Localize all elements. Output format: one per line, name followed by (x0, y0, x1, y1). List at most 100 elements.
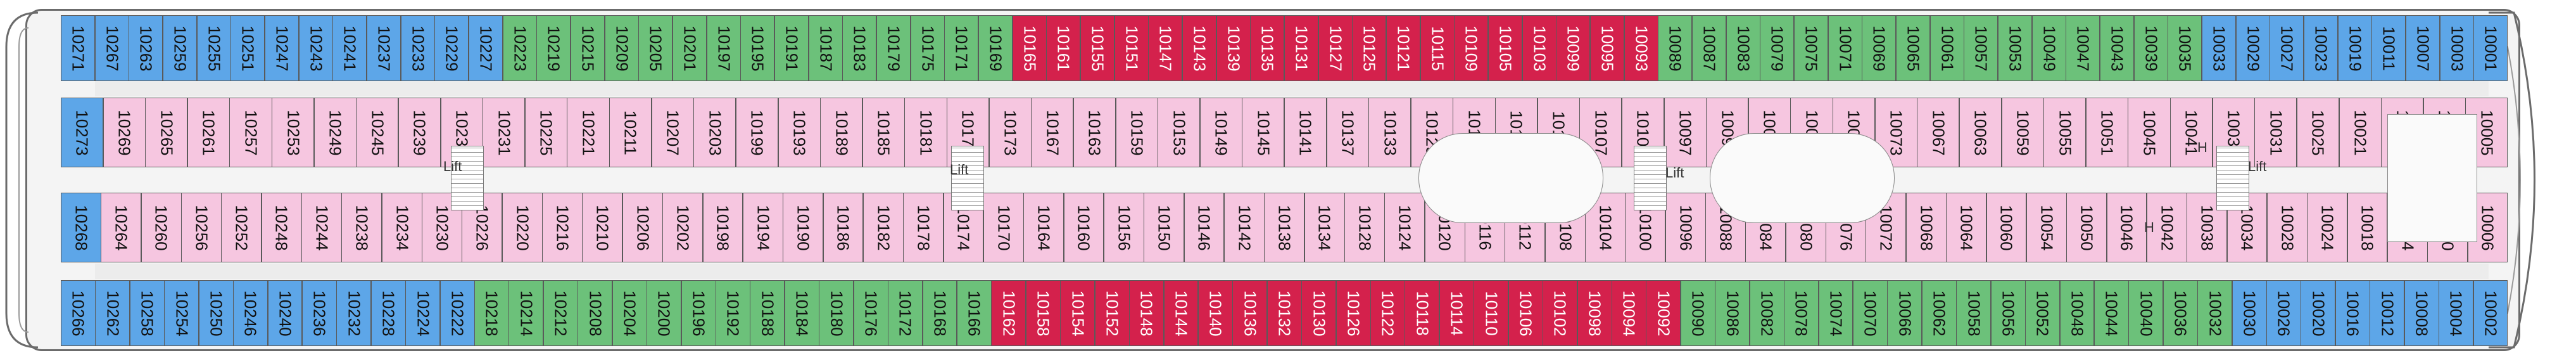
cabin-10024[interactable]: 10024 (2307, 193, 2348, 262)
cabin-10068[interactable]: 10068 (1905, 193, 1947, 262)
cabin-10229[interactable]: 10229 (434, 15, 469, 81)
cabin-10185[interactable]: 10185 (862, 98, 905, 167)
cabin-10192[interactable]: 10192 (716, 280, 750, 346)
cabin-10206[interactable]: 10206 (622, 193, 663, 262)
cabin-10227[interactable]: 10227 (469, 15, 503, 81)
cabin-10039[interactable]: 10039 (2133, 15, 2168, 81)
cabin-10138[interactable]: 10138 (1264, 193, 1305, 262)
cabin-10180[interactable]: 10180 (819, 280, 854, 346)
cabin-10151[interactable]: 10151 (1114, 15, 1149, 81)
cabin-10079[interactable]: 10079 (1760, 15, 1795, 81)
cabin-10200[interactable]: 10200 (647, 280, 682, 346)
cabin-10218[interactable]: 10218 (474, 280, 509, 346)
cabin-10028[interactable]: 10028 (2266, 193, 2308, 262)
cabin-10067[interactable]: 10067 (1917, 98, 1960, 167)
cabin-10065[interactable]: 10065 (1896, 15, 1931, 81)
cabin-10156[interactable]: 10156 (1103, 193, 1144, 262)
cabin-10153[interactable]: 10153 (1158, 98, 1201, 167)
cabin-10001[interactable]: 10001 (2473, 15, 2508, 81)
cabin-10031[interactable]: 10031 (2254, 98, 2297, 167)
cabin-10170[interactable]: 10170 (983, 193, 1024, 262)
cabin-10189[interactable]: 10189 (820, 98, 863, 167)
cabin-10150[interactable]: 10150 (1144, 193, 1185, 262)
cabin-10082[interactable]: 10082 (1749, 280, 1784, 346)
cabin-10169[interactable]: 10169 (978, 15, 1013, 81)
cabin-10155[interactable]: 10155 (1080, 15, 1115, 81)
cabin-10098[interactable]: 10098 (1577, 280, 1612, 346)
cabin-10069[interactable]: 10069 (1862, 15, 1897, 81)
cabin-10152[interactable]: 10152 (1094, 280, 1130, 346)
cabin-10046[interactable]: 10046 (2106, 193, 2147, 262)
cabin-10149[interactable]: 10149 (1199, 98, 1242, 167)
cabin-10096[interactable]: 10096 (1665, 193, 1706, 262)
cabin-10204[interactable]: 10204 (612, 280, 647, 346)
cabin-10023[interactable]: 10023 (2304, 15, 2339, 81)
cabin-10118[interactable]: 10118 (1405, 280, 1440, 346)
cabin-10016[interactable]: 10016 (2335, 280, 2370, 346)
cabin-10049[interactable]: 10049 (2031, 15, 2066, 81)
cabin-10054[interactable]: 10054 (2026, 193, 2067, 262)
cabin-10126[interactable]: 10126 (1335, 280, 1371, 346)
cabin-10239[interactable]: 10239 (398, 98, 441, 167)
cabin-10045[interactable]: 10045 (2128, 98, 2171, 167)
cabin-10171[interactable]: 10171 (944, 15, 979, 81)
cabin-10132[interactable]: 10132 (1266, 280, 1302, 346)
cabin-10071[interactable]: 10071 (1828, 15, 1862, 81)
cabin-10195[interactable]: 10195 (740, 15, 775, 81)
cabin-10055[interactable]: 10055 (2043, 98, 2087, 167)
cabin-10056[interactable]: 10056 (1990, 280, 2026, 346)
cabin-10137[interactable]: 10137 (1326, 98, 1369, 167)
cabin-10012[interactable]: 10012 (2370, 280, 2405, 346)
cabin-10225[interactable]: 10225 (524, 98, 567, 167)
cabin-10029[interactable]: 10029 (2235, 15, 2270, 81)
cabin-10216[interactable]: 10216 (542, 193, 583, 262)
cabin-10221[interactable]: 10221 (567, 98, 610, 167)
cabin-10186[interactable]: 10186 (823, 193, 864, 262)
cabin-10002[interactable]: 10002 (2473, 280, 2508, 346)
cabin-10087[interactable]: 10087 (1692, 15, 1727, 81)
cabin-10011[interactable]: 10011 (2371, 15, 2406, 81)
cabin-10127[interactable]: 10127 (1318, 15, 1353, 81)
cabin-10224[interactable]: 10224 (405, 280, 441, 346)
cabin-10250[interactable]: 10250 (198, 280, 234, 346)
cabin-10064[interactable]: 10064 (1946, 193, 1987, 262)
cabin-10083[interactable]: 10083 (1726, 15, 1760, 81)
cabin-10264[interactable]: 10264 (101, 193, 142, 262)
cabin-10268[interactable]: 10268 (61, 193, 101, 262)
cabin-10193[interactable]: 10193 (778, 98, 821, 167)
cabin-10188[interactable]: 10188 (750, 280, 785, 346)
cabin-10148[interactable]: 10148 (1129, 280, 1165, 346)
cabin-10214[interactable]: 10214 (508, 280, 544, 346)
cabin-10248[interactable]: 10248 (261, 193, 302, 262)
cabin-10110[interactable]: 10110 (1474, 280, 1509, 346)
cabin-10058[interactable]: 10058 (1956, 280, 1992, 346)
cabin-10267[interactable]: 10267 (94, 15, 129, 81)
cabin-10184[interactable]: 10184 (784, 280, 819, 346)
cabin-10194[interactable]: 10194 (742, 193, 783, 262)
cabin-10109[interactable]: 10109 (1454, 15, 1489, 81)
cabin-10210[interactable]: 10210 (582, 193, 623, 262)
cabin-10253[interactable]: 10253 (272, 98, 315, 167)
cabin-10075[interactable]: 10075 (1794, 15, 1829, 81)
cabin-10143[interactable]: 10143 (1182, 15, 1217, 81)
cabin-10178[interactable]: 10178 (903, 193, 944, 262)
cabin-10134[interactable]: 10134 (1304, 193, 1345, 262)
cabin-10167[interactable]: 10167 (1031, 98, 1074, 167)
cabin-10147[interactable]: 10147 (1148, 15, 1183, 81)
cabin-10052[interactable]: 10052 (2025, 280, 2060, 346)
cabin-10020[interactable]: 10020 (2301, 280, 2336, 346)
cabin-10263[interactable]: 10263 (129, 15, 163, 81)
cabin-10273[interactable]: 10273 (61, 98, 104, 167)
cabin-10256[interactable]: 10256 (181, 193, 222, 262)
cabin-10057[interactable]: 10057 (1964, 15, 1998, 81)
cabin-10223[interactable]: 10223 (502, 15, 537, 81)
cabin-10141[interactable]: 10141 (1284, 98, 1327, 167)
cabin-10114[interactable]: 10114 (1439, 280, 1474, 346)
cabin-10232[interactable]: 10232 (336, 280, 372, 346)
cabin-10089[interactable]: 10089 (1658, 15, 1693, 81)
cabin-10051[interactable]: 10051 (2085, 98, 2128, 167)
cabin-10255[interactable]: 10255 (196, 15, 231, 81)
cabin-10146[interactable]: 10146 (1184, 193, 1225, 262)
cabin-10018[interactable]: 10018 (2347, 193, 2388, 262)
cabin-10099[interactable]: 10099 (1556, 15, 1591, 81)
